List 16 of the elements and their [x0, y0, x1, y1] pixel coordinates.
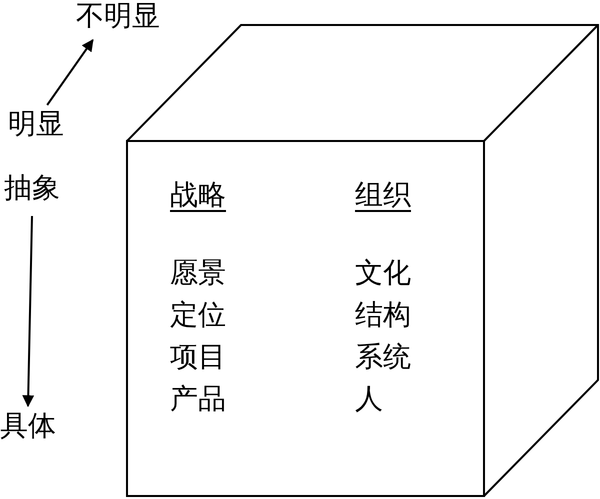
arrow — [22, 216, 34, 408]
axis-label: 抽象 — [4, 172, 60, 204]
axis-label: 不明显 — [76, 0, 160, 32]
list-item: 人 — [355, 381, 383, 417]
axis-label: 具体 — [0, 410, 56, 442]
list-item: 结构 — [355, 297, 411, 333]
list-item: 产品 — [170, 381, 226, 417]
list-item: 文化 — [355, 255, 411, 291]
list-item: 系统 — [355, 339, 411, 375]
list-item: 定位 — [170, 297, 226, 333]
organization-heading: 组织 — [355, 177, 411, 213]
list-item: 愿景 — [170, 255, 226, 291]
strategy-heading: 战略 — [170, 177, 226, 213]
axis-label: 明显 — [8, 108, 64, 140]
arrow — [46, 39, 94, 106]
list-item: 项目 — [170, 339, 226, 375]
